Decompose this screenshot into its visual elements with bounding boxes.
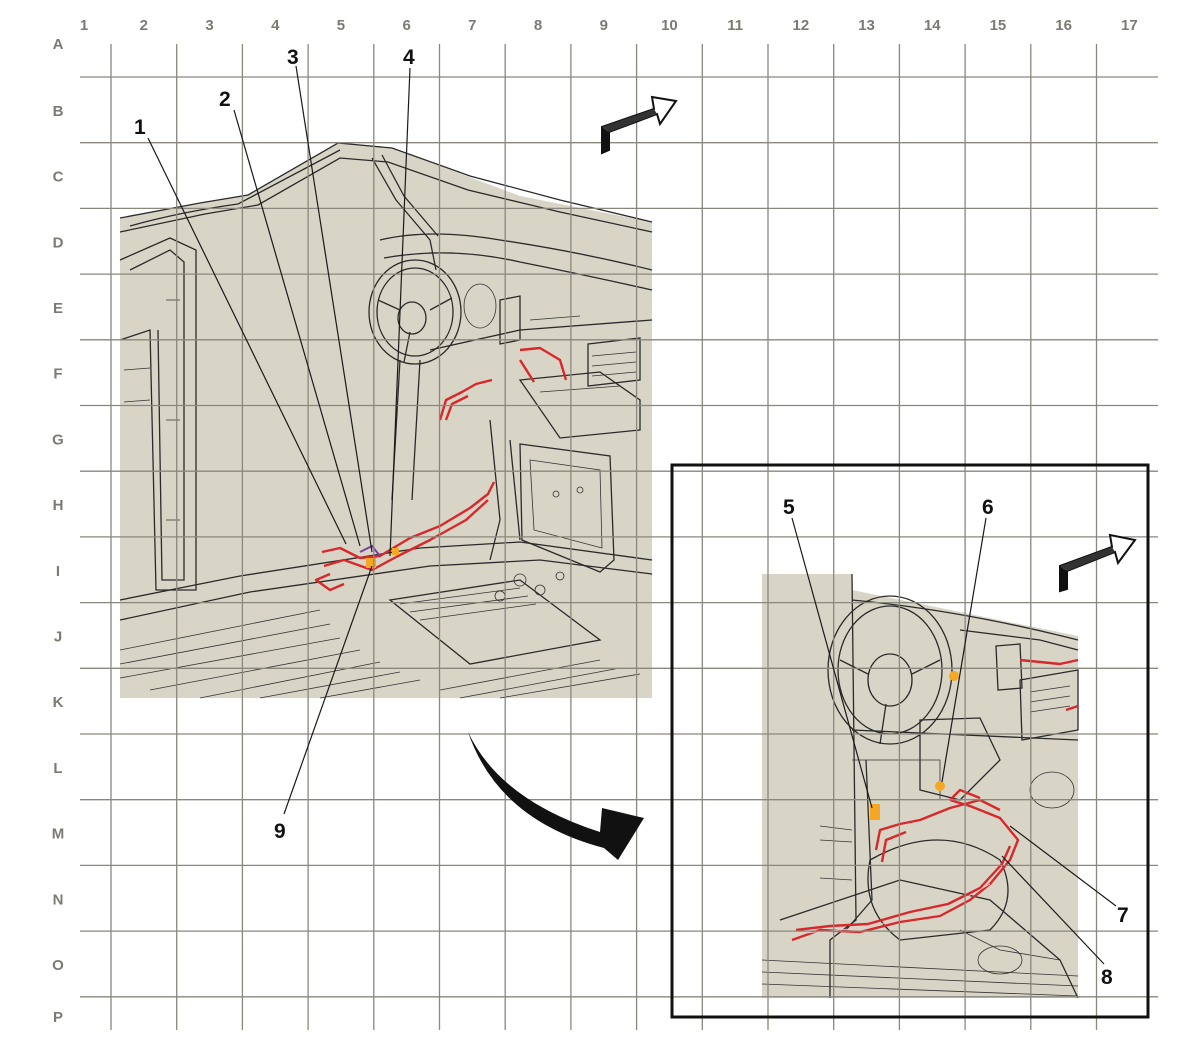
row-label-H: H: [53, 497, 64, 514]
floor-tunnel: [867, 839, 1009, 941]
callout-2: 2: [219, 88, 231, 111]
column-label-16: 16: [1055, 17, 1072, 34]
column-label-6: 6: [402, 17, 410, 34]
glovebox-panel: [519, 443, 615, 573]
callout-3: 3: [287, 46, 299, 69]
callout-8: 8: [1101, 966, 1113, 989]
steering-wheel: [368, 259, 462, 365]
row-labels: A B C D E F G H I J K L M N O P: [52, 36, 65, 1026]
column-label-1: 1: [80, 17, 88, 34]
main-view: [119, 142, 653, 699]
callout-7: 7: [1117, 904, 1129, 927]
main-view-panel: [120, 143, 652, 698]
row-label-E: E: [53, 300, 63, 317]
column-label-13: 13: [858, 17, 875, 34]
column-label-3: 3: [205, 17, 213, 34]
wiring-harness: [321, 481, 496, 560]
column-label-17: 17: [1121, 17, 1138, 34]
reference-grid: [80, 44, 1158, 1030]
curved-arrow-icon: [468, 732, 644, 860]
column-label-5: 5: [337, 17, 345, 34]
inset-connector-marker: [870, 804, 880, 820]
connector-marker: [366, 558, 376, 568]
column-label-10: 10: [661, 17, 678, 34]
row-label-I: I: [56, 563, 60, 580]
column-label-15: 15: [990, 17, 1007, 34]
callout-4: 4: [403, 46, 415, 69]
callout-1: 1: [134, 116, 146, 139]
row-label-O: O: [52, 957, 64, 974]
callout-6: 6: [982, 496, 994, 519]
column-label-11: 11: [727, 17, 743, 34]
row-label-N: N: [53, 891, 64, 908]
callout-9: 9: [274, 820, 286, 843]
inset-direction-arrow-icon: [1059, 533, 1137, 593]
inset-steering-wheel: [827, 595, 953, 745]
row-label-P: P: [53, 1009, 63, 1026]
row-label-M: M: [52, 826, 65, 843]
row-label-C: C: [53, 169, 64, 186]
row-label-J: J: [54, 628, 62, 645]
column-label-12: 12: [793, 17, 810, 34]
inset-frame: [670, 463, 1150, 1019]
row-label-K: K: [53, 694, 64, 711]
row-label-B: B: [53, 103, 64, 120]
row-label-D: D: [53, 234, 64, 251]
direction-arrow-icon: [601, 95, 678, 155]
row-label-L: L: [53, 760, 62, 777]
column-label-4: 4: [271, 17, 280, 34]
column-label-2: 2: [140, 17, 148, 34]
row-label-A: A: [53, 36, 64, 53]
inset-view: [672, 465, 1148, 1017]
column-label-8: 8: [534, 17, 542, 34]
column-label-9: 9: [600, 17, 608, 34]
column-label-14: 14: [924, 17, 941, 34]
callout-leaders: [147, 65, 1117, 965]
floor-crossmember: [388, 579, 602, 665]
column-label-7: 7: [468, 17, 476, 34]
callout-5: 5: [783, 496, 795, 519]
row-label-G: G: [52, 431, 64, 448]
callout-labels: 1 2 3 4 5 6 7 8 9: [134, 46, 1129, 989]
row-label-F: F: [53, 366, 62, 383]
